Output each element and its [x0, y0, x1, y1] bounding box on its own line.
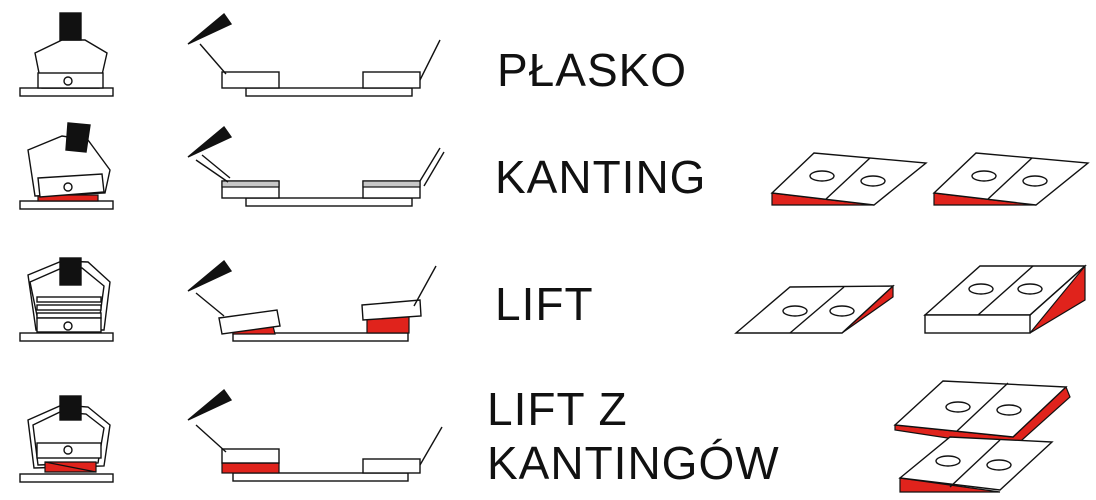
side-view-flat — [187, 12, 441, 97]
wedge-plate-lift-canting-bottom — [898, 436, 1054, 493]
wedge-plate-lift-2 — [923, 264, 1087, 334]
side-view-lift-canting — [187, 388, 443, 482]
front-view-flat — [19, 12, 114, 97]
wedge-plate-canting-2 — [932, 152, 1090, 206]
wedge-plate-lift-1 — [734, 284, 895, 334]
front-view-lift — [19, 257, 114, 342]
side-view-lift — [187, 259, 437, 342]
row-label-lift-z: LIFT Z — [487, 383, 628, 435]
row-label-kantingow: KANTINGÓW — [487, 437, 780, 489]
side-view-canting — [187, 125, 445, 207]
row-label-lift: LIFT — [495, 278, 594, 330]
row-label-kanting: KANTING — [495, 151, 707, 203]
wedge-plate-canting-1 — [770, 152, 928, 206]
wedge-plate-lift-canting-top — [893, 380, 1071, 449]
front-view-lift-canting — [19, 395, 114, 483]
row-label-plasko: PŁASKO — [497, 44, 688, 96]
front-view-canting — [19, 122, 114, 210]
